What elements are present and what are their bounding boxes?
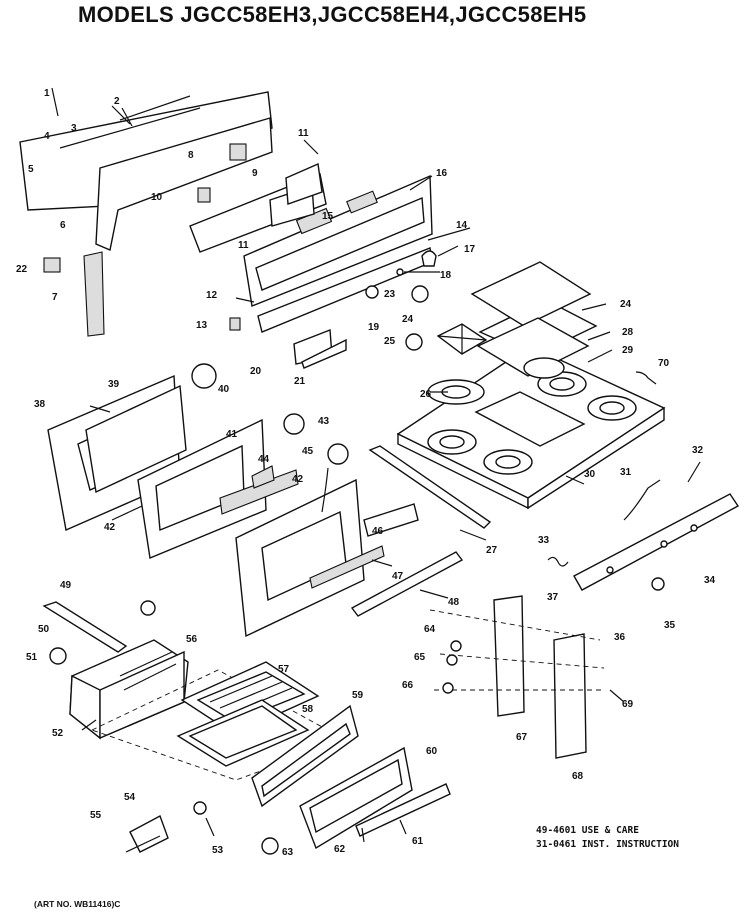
- diagram-title: MODELS JGCC58EH3,JGCC58EH4,JGCC58EH5: [78, 2, 587, 27]
- callout-54: 54: [124, 792, 136, 803]
- callout-60: 60: [426, 746, 438, 757]
- callout-57: 57: [278, 664, 290, 675]
- callout-42b: 42: [104, 522, 116, 533]
- callout-63: 63: [282, 847, 294, 858]
- callout-5: 5: [28, 164, 34, 175]
- oven-door-inner: [47, 363, 305, 559]
- callout-38: 38: [34, 399, 46, 410]
- instruction-notes: 49-4601 USE & CARE 31-0461 INST. INSTRUCT…: [536, 824, 679, 852]
- callout-50: 50: [38, 624, 50, 635]
- callout-42: 42: [292, 474, 304, 485]
- callout-6: 6: [60, 220, 66, 231]
- callout-48: 48: [448, 597, 460, 608]
- callout-69: 69: [622, 699, 634, 710]
- callout-61: 61: [412, 836, 424, 847]
- callout-67: 67: [516, 732, 528, 743]
- callout-40: 40: [218, 384, 230, 395]
- callout-68: 68: [572, 771, 584, 782]
- callout-12: 12: [206, 290, 218, 301]
- callout-16: 16: [436, 168, 448, 179]
- callout-20: 20: [250, 366, 262, 377]
- callout-24: 24: [620, 299, 632, 310]
- control-panel: [189, 143, 437, 369]
- callout-11: 11: [238, 240, 249, 251]
- note-use-care: 49-4601 USE & CARE: [536, 825, 639, 836]
- callout-21: 21: [294, 376, 306, 387]
- side-trim-rail: [547, 461, 740, 591]
- callout-14: 14: [456, 220, 468, 231]
- callout-49: 49: [60, 580, 72, 591]
- note-install: 31-0461 INST. INSTRUCTION: [536, 839, 679, 850]
- callout-35: 35: [664, 620, 676, 631]
- callout-43: 43: [318, 416, 330, 427]
- callout-1: 1: [44, 88, 50, 99]
- callout-52: 52: [52, 728, 64, 739]
- callout-143: 70: [658, 358, 670, 369]
- side-panels: [429, 595, 605, 759]
- art-number: (ART NO. WB11416)C: [34, 899, 121, 909]
- storage-drawer: [125, 704, 451, 855]
- callout-31: 31: [620, 467, 632, 478]
- callout-34: 34: [704, 575, 716, 586]
- callout-65: 65: [414, 652, 426, 663]
- callout-37: 37: [547, 592, 559, 603]
- callout-3: 3: [71, 123, 77, 134]
- callout-10: 10: [151, 192, 163, 203]
- callout-9: 9: [252, 168, 258, 179]
- callout-23: 23: [384, 289, 396, 300]
- callout-7: 7: [52, 292, 58, 303]
- callout-53: 53: [212, 845, 224, 856]
- callout-29: 29: [622, 345, 634, 356]
- callout-13: 13: [196, 320, 208, 331]
- callout-28: 28: [622, 327, 634, 338]
- callout-17: 17: [464, 244, 476, 255]
- leader-lines: [81, 105, 625, 843]
- oven-door-outer: [235, 443, 464, 638]
- callout-15: 15: [322, 211, 334, 222]
- callout-47: 47: [392, 571, 404, 582]
- callout-44: 44: [258, 454, 270, 465]
- callout-45: 45: [302, 446, 314, 457]
- callout-46: 46: [372, 526, 384, 537]
- callout-66: 66: [402, 680, 414, 691]
- back-panel: [19, 87, 273, 337]
- callout-58: 58: [302, 704, 314, 715]
- callout-55: 55: [90, 810, 102, 821]
- callout-26: 26: [420, 389, 432, 400]
- callout-8: 8: [188, 150, 194, 161]
- callout-27: 27: [486, 545, 498, 556]
- callout-62: 62: [334, 844, 346, 855]
- callout-39: 39: [108, 379, 120, 390]
- callout-30: 30: [584, 469, 596, 480]
- cooktop: [368, 261, 666, 529]
- callouts: 1 2 3 4 5 6 7 8 9 10 11 11 12 13 14 15 1…: [16, 88, 716, 858]
- callout-24b: 24: [402, 314, 414, 325]
- callout-36: 36: [614, 632, 626, 643]
- callout-64: 64: [424, 624, 436, 635]
- callout-51: 51: [26, 652, 38, 663]
- callout-41: 41: [226, 429, 238, 440]
- callout-2: 2: [114, 96, 120, 107]
- callout-59: 59: [352, 690, 364, 701]
- callout-22: 22: [16, 264, 28, 275]
- callout-11b: 11: [298, 128, 309, 139]
- callout-33: 33: [538, 535, 550, 546]
- broiler-drawer: [42, 600, 348, 781]
- broiler-pan: [176, 661, 320, 767]
- callout-25: 25: [384, 336, 396, 347]
- callout-18: 18: [440, 270, 452, 281]
- callout-32: 32: [692, 445, 704, 456]
- callout-19: 19: [368, 322, 380, 333]
- callout-4: 4: [44, 131, 50, 142]
- callout-56: 56: [186, 634, 198, 645]
